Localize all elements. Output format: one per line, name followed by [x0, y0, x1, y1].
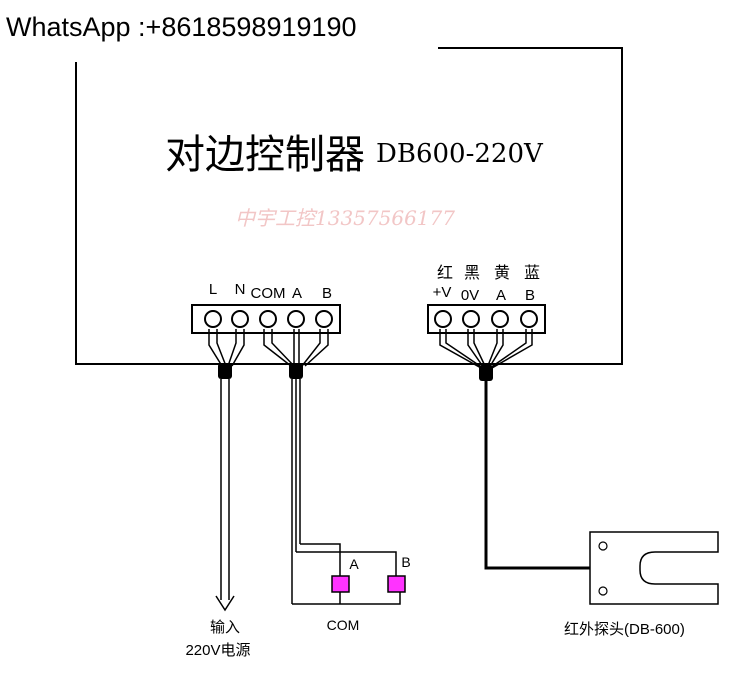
output-wire-com [263, 329, 295, 367]
terminal-screw-plus-v [434, 310, 452, 328]
load-label-b: B [401, 554, 410, 570]
signal-label-plus-v: +V [433, 284, 452, 301]
terminal-screw-sig-b [520, 310, 538, 328]
probe-mount-hole-bottom [598, 586, 608, 596]
header-contact: WhatsApp :+8618598919190 [6, 12, 357, 42]
terminal-screw-sig-a [491, 310, 509, 328]
probe-wire-b [489, 329, 533, 369]
color-label-blue: 蓝 [524, 264, 540, 282]
power-wire-n [227, 329, 245, 367]
probe-label: 红外探头(DB-600) [564, 621, 685, 638]
signal-label-a: A [496, 287, 506, 304]
terminal-screw-0v [462, 310, 480, 328]
terminal-label-com: COM [251, 285, 286, 302]
terminal-label-n: N [235, 281, 246, 298]
terminal-screw-l [204, 310, 222, 328]
cable-gland-output [289, 363, 303, 379]
power-wire-l [208, 329, 227, 367]
load-wire-com [292, 592, 401, 605]
color-label-yellow: 黄 [494, 264, 510, 282]
watermark: 中宇工控13357566177 [235, 206, 455, 230]
color-label-red: 红 [437, 264, 453, 282]
controller-model: DB600-220V [376, 139, 544, 169]
terminal-screw-n [231, 310, 249, 328]
terminal-screw-b [315, 310, 333, 328]
output-cable [291, 379, 301, 604]
output-wire-b [301, 329, 329, 367]
terminal-label-b: B [322, 285, 332, 302]
cable-gland-power [218, 363, 232, 379]
power-label-line2: 220V电源 [185, 642, 250, 659]
load-coil-b [387, 575, 406, 593]
controller-title: 对边控制器 [165, 133, 365, 177]
probe-wire-a [486, 329, 504, 369]
signal-label-b: B [525, 287, 535, 304]
controller-box [75, 47, 623, 365]
load-label-a: A [349, 556, 359, 572]
probe-wire-plus-v [439, 329, 484, 369]
load-label-com: COM [327, 617, 360, 633]
terminal-screw-com [259, 310, 277, 328]
probe-body [589, 531, 719, 605]
cable-gland-probe [479, 365, 493, 381]
load-wire-b [296, 551, 397, 576]
load-coil-a [331, 575, 350, 593]
signal-label-0v: 0V [461, 287, 479, 304]
terminal-label-l: L [209, 281, 217, 298]
output-wire-a [293, 329, 300, 366]
power-cable [220, 379, 230, 600]
power-label-line1: 输入 [210, 619, 240, 636]
terminal-label-a: A [292, 285, 302, 302]
power-arrow [215, 595, 235, 612]
load-wire-a [300, 543, 341, 576]
probe-wire-0v [467, 329, 487, 369]
probe-cable [484, 381, 590, 570]
terminal-screw-a [287, 310, 305, 328]
probe-mount-hole-top [598, 541, 608, 551]
color-label-black: 黑 [464, 265, 480, 282]
